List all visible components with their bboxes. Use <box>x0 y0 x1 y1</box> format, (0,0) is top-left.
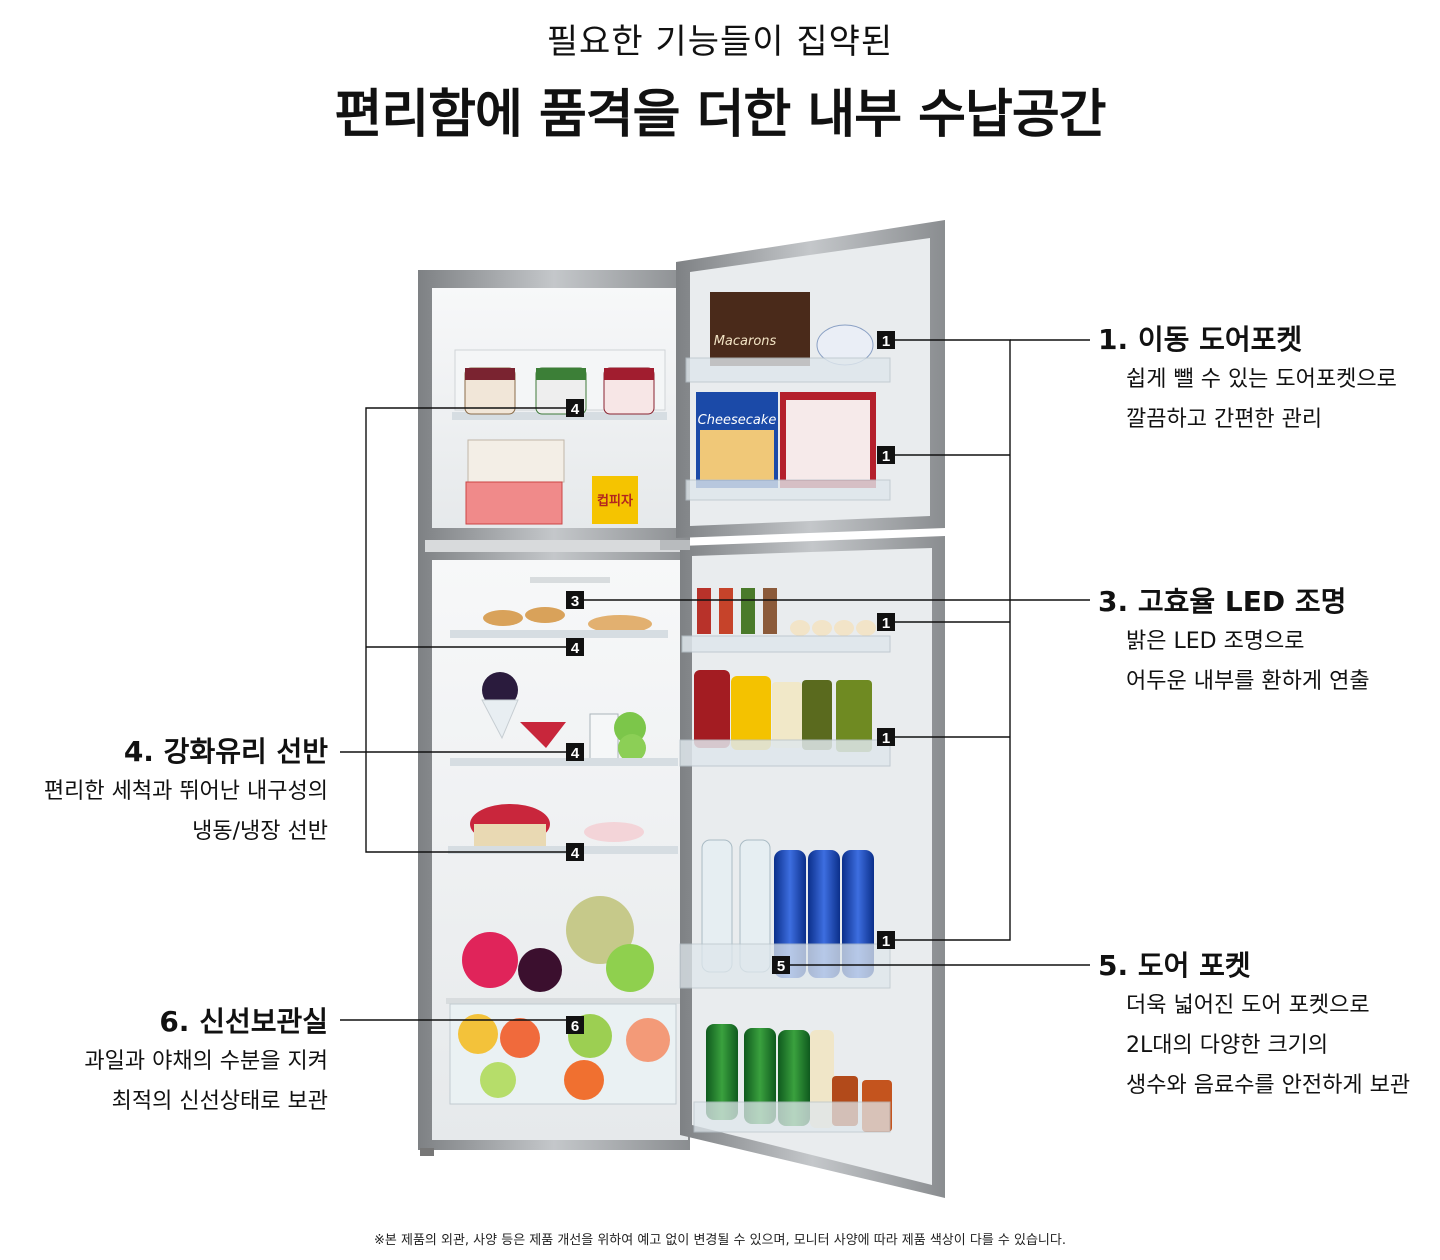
marker-pocket-1d: 1 <box>877 728 895 747</box>
glass-shelf <box>448 846 678 854</box>
marker-shelf-4b: 4 <box>566 638 584 657</box>
svg-text:1: 1 <box>882 333 890 350</box>
feature-door-pocket: 5. 도어 포켓 더욱 넓어진 도어 포켓으로 2L대의 다양한 크기의 생수와… <box>1098 944 1410 1104</box>
feature-title: 4. 강화유리 선반 <box>123 735 328 768</box>
marker-shelf-4a: 4 <box>566 399 584 418</box>
glass-shelf <box>450 758 678 766</box>
feature-title: 1. 이동 도어포켓 <box>1098 323 1303 356</box>
fridge-door-contents <box>679 588 892 1133</box>
marker-pocket-1b: 1 <box>877 446 895 465</box>
feature-desc-line: 최적의 신선상태로 보관 <box>111 1089 328 1114</box>
marker-shelf-4c: 4 <box>566 743 584 762</box>
feature-title: 6. 신선보관실 <box>159 1005 328 1038</box>
svg-text:4: 4 <box>571 845 580 862</box>
feature-desc-line: 깔끔하고 간편한 관리 <box>1126 407 1323 432</box>
feature-desc-line: 밝은 LED 조명으로 <box>1126 629 1305 654</box>
svg-text:5: 5 <box>777 958 785 975</box>
feature-desc-line: 편리한 세척과 뛰어난 내구성의 <box>43 779 328 804</box>
feature-tempered-glass-shelf: 4. 강화유리 선반 편리한 세척과 뛰어난 내구성의 냉동/냉장 선반 <box>44 730 328 850</box>
svg-text:4: 4 <box>571 640 580 657</box>
callout-lines <box>340 339 1090 1021</box>
marker-pocket-1c: 1 <box>877 613 895 632</box>
pizza-label: 컵피자 <box>597 494 633 509</box>
cheesecake-label: Cheesecake <box>698 413 777 428</box>
feature-fresh-compartment: 6. 신선보관실 과일과 야채의 수분을 지켜 최적의 신선상태로 보관 <box>84 1000 328 1120</box>
feature-desc-line: 더욱 넓어진 도어 포켓으로 <box>1126 993 1370 1018</box>
feature-desc-line: 어두운 내부를 환하게 연출 <box>1126 669 1370 694</box>
svg-text:1: 1 <box>882 933 890 950</box>
marker-pocket-1a: 1 <box>877 331 895 350</box>
macarons-label: Macarons <box>714 334 777 349</box>
feature-led-lighting: 3. 고효율 LED 조명 밝은 LED 조명으로 어두운 내부를 환하게 연출 <box>1098 580 1370 700</box>
svg-text:4: 4 <box>571 401 580 418</box>
feature-desc-line: 과일과 야채의 수분을 지켜 <box>84 1049 328 1074</box>
svg-text:6: 6 <box>571 1018 579 1035</box>
marker-led-3: 3 <box>566 591 584 610</box>
svg-text:1: 1 <box>882 448 890 465</box>
feature-desc-line: 2L대의 다양한 크기의 <box>1126 1033 1329 1058</box>
marker-crisper-6: 6 <box>566 1016 584 1035</box>
led-light <box>530 577 610 583</box>
glass-shelf <box>450 630 668 638</box>
svg-text:4: 4 <box>571 745 580 762</box>
marker-shelf-4d: 4 <box>566 843 584 862</box>
freezer-contents: 컵피자 <box>452 349 667 525</box>
feature-door-pocket-movable: 1. 이동 도어포켓 쉽게 뺄 수 있는 도어포켓으로 깔끔하고 간편한 관리 <box>1098 318 1397 438</box>
feature-title: 3. 고효율 LED 조명 <box>1098 585 1347 618</box>
page-subtitle: 필요한 기능들이 집약된 <box>546 22 894 62</box>
number-markers: 1 1 4 3 1 4 4 1 4 1 5 6 <box>566 331 895 1035</box>
svg-text:3: 3 <box>571 593 579 610</box>
callout-line-f4-bracket <box>365 407 582 853</box>
freezer-door-pockets: Macarons Cheesecake <box>685 292 891 501</box>
marker-pocket-1e: 1 <box>877 931 895 950</box>
disclaimer: ※본 제품의 외관, 사양 등은 제품 개선을 위하여 예고 없이 변경될 수 … <box>374 1233 1066 1248</box>
svg-text:1: 1 <box>882 615 890 632</box>
feature-desc-line: 쉽게 뺄 수 있는 도어포켓으로 <box>1126 367 1397 392</box>
page-title: 편리함에 품격을 더한 내부 수납공간 <box>334 85 1106 145</box>
feature-desc-line: 생수와 음료수를 안전하게 보관 <box>1126 1073 1411 1098</box>
marker-pocket-5: 5 <box>772 956 790 975</box>
glass-shelf <box>452 412 667 420</box>
svg-text:1: 1 <box>882 730 890 747</box>
feature-desc-line: 냉동/냉장 선반 <box>192 819 328 844</box>
callout-line-f1-bracket <box>892 339 1011 941</box>
feature-title: 5. 도어 포켓 <box>1098 949 1251 982</box>
